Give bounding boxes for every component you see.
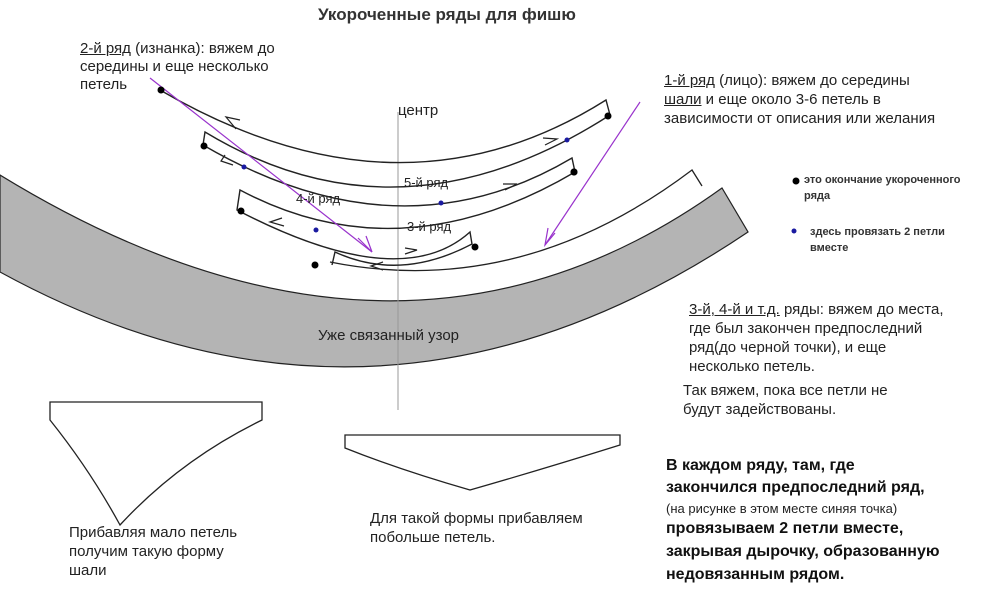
black-dot — [157, 86, 165, 94]
blue-dots — [241, 137, 797, 234]
row2-text: (изнанка): вяжем до — [130, 40, 275, 57]
row2-leader — [149, 77, 373, 253]
shape-shallow — [344, 434, 621, 491]
arrow-icon — [404, 247, 418, 255]
arrow-icon — [267, 217, 285, 227]
row2-text: петель — [80, 76, 128, 93]
blue-dot — [438, 200, 444, 206]
black-dot — [311, 261, 319, 269]
row3-label: 3-й ряд — [407, 219, 452, 234]
rows3-text: несколько петель. — [689, 358, 815, 375]
caption-line: шали — [69, 562, 107, 579]
end-dots — [157, 86, 800, 269]
arrow-icon — [224, 116, 241, 130]
black-dot — [237, 207, 245, 215]
arrow-icon — [369, 261, 384, 271]
caption-line: Прибавляя мало петель — [69, 524, 238, 541]
legend-blue-text: здесь провязать 2 петли — [810, 226, 945, 238]
blue-dot — [564, 137, 570, 143]
rows3-text: где был закончен предпоследний — [689, 320, 923, 337]
arrow-icon — [220, 154, 234, 166]
row-2-path — [159, 89, 611, 188]
blue-dot — [313, 227, 319, 233]
arrow-icon — [542, 137, 560, 146]
bold-note-line: недовязанным рядом. — [666, 566, 845, 583]
shape-deep — [49, 401, 263, 527]
row1-leader — [544, 101, 641, 246]
row2-text: середины и еще несколько — [80, 58, 269, 75]
rows3-text: Так вяжем, пока все петли не — [683, 382, 888, 399]
caption-line: получим такую форму — [69, 543, 224, 560]
black-dot — [471, 243, 479, 251]
row-3-4-5-path — [202, 144, 576, 266]
rows3-text: ряд(до черной точки), и еще — [689, 339, 887, 356]
rows3-text: ряды: вяжем до места, — [779, 301, 944, 318]
arrowhead-icon — [544, 227, 556, 248]
row2-label: 2-й ряд — [80, 40, 131, 57]
legend-black-text: это окончание укороченного — [804, 174, 961, 186]
row4-label: 4-й ряд — [296, 191, 341, 206]
row1-text: зависимости от описания или желания — [664, 110, 936, 127]
row1-label: 1-й ряд — [664, 72, 715, 89]
bold-note-line: закрывая дырочку, образованную — [666, 543, 940, 560]
arrow-icon — [503, 183, 518, 191]
legend-black-dot — [792, 177, 800, 185]
leader-arrows — [149, 77, 641, 253]
row-1-strip — [329, 169, 703, 272]
black-dot — [200, 142, 208, 150]
row1-text: и еще около 3-6 петель в — [701, 91, 881, 108]
legend-blue-dot — [791, 228, 797, 234]
rows3-label: 3-й, 4-й и т.д. — [689, 301, 780, 318]
direction-arrows — [220, 116, 560, 271]
legend-black-text: ряда — [804, 190, 831, 202]
bold-note-line: В каждом ряду, там, где — [666, 457, 855, 474]
rows3-text: будут задействованы. — [683, 401, 837, 418]
blue-dot — [241, 164, 247, 170]
row1-text: шали — [664, 91, 702, 108]
center-label: центр — [398, 102, 439, 119]
black-dot — [570, 168, 578, 176]
row5-label: 5-й ряд — [404, 175, 449, 190]
black-dot — [604, 112, 612, 120]
bold-note-line: закончился предпоследний ряд, — [666, 479, 925, 496]
bold-note-line: (на рисунке в этом месте синяя точка) — [666, 501, 898, 516]
page-title: Укороченные ряды для фишю — [318, 5, 576, 24]
bold-note-line: провязываем 2 петли вместе, — [666, 520, 904, 537]
caption-line: Для такой формы прибавляем — [370, 510, 583, 527]
band-label: Уже связанный узор — [318, 327, 460, 344]
arrowhead-icon — [357, 235, 373, 253]
caption-line: побольше петель. — [370, 529, 496, 546]
short-rows — [159, 89, 611, 266]
knitted-band — [0, 174, 749, 368]
legend-blue-text: вместе — [810, 242, 849, 254]
row1-text: (лицо): вяжем до середины — [714, 72, 910, 89]
